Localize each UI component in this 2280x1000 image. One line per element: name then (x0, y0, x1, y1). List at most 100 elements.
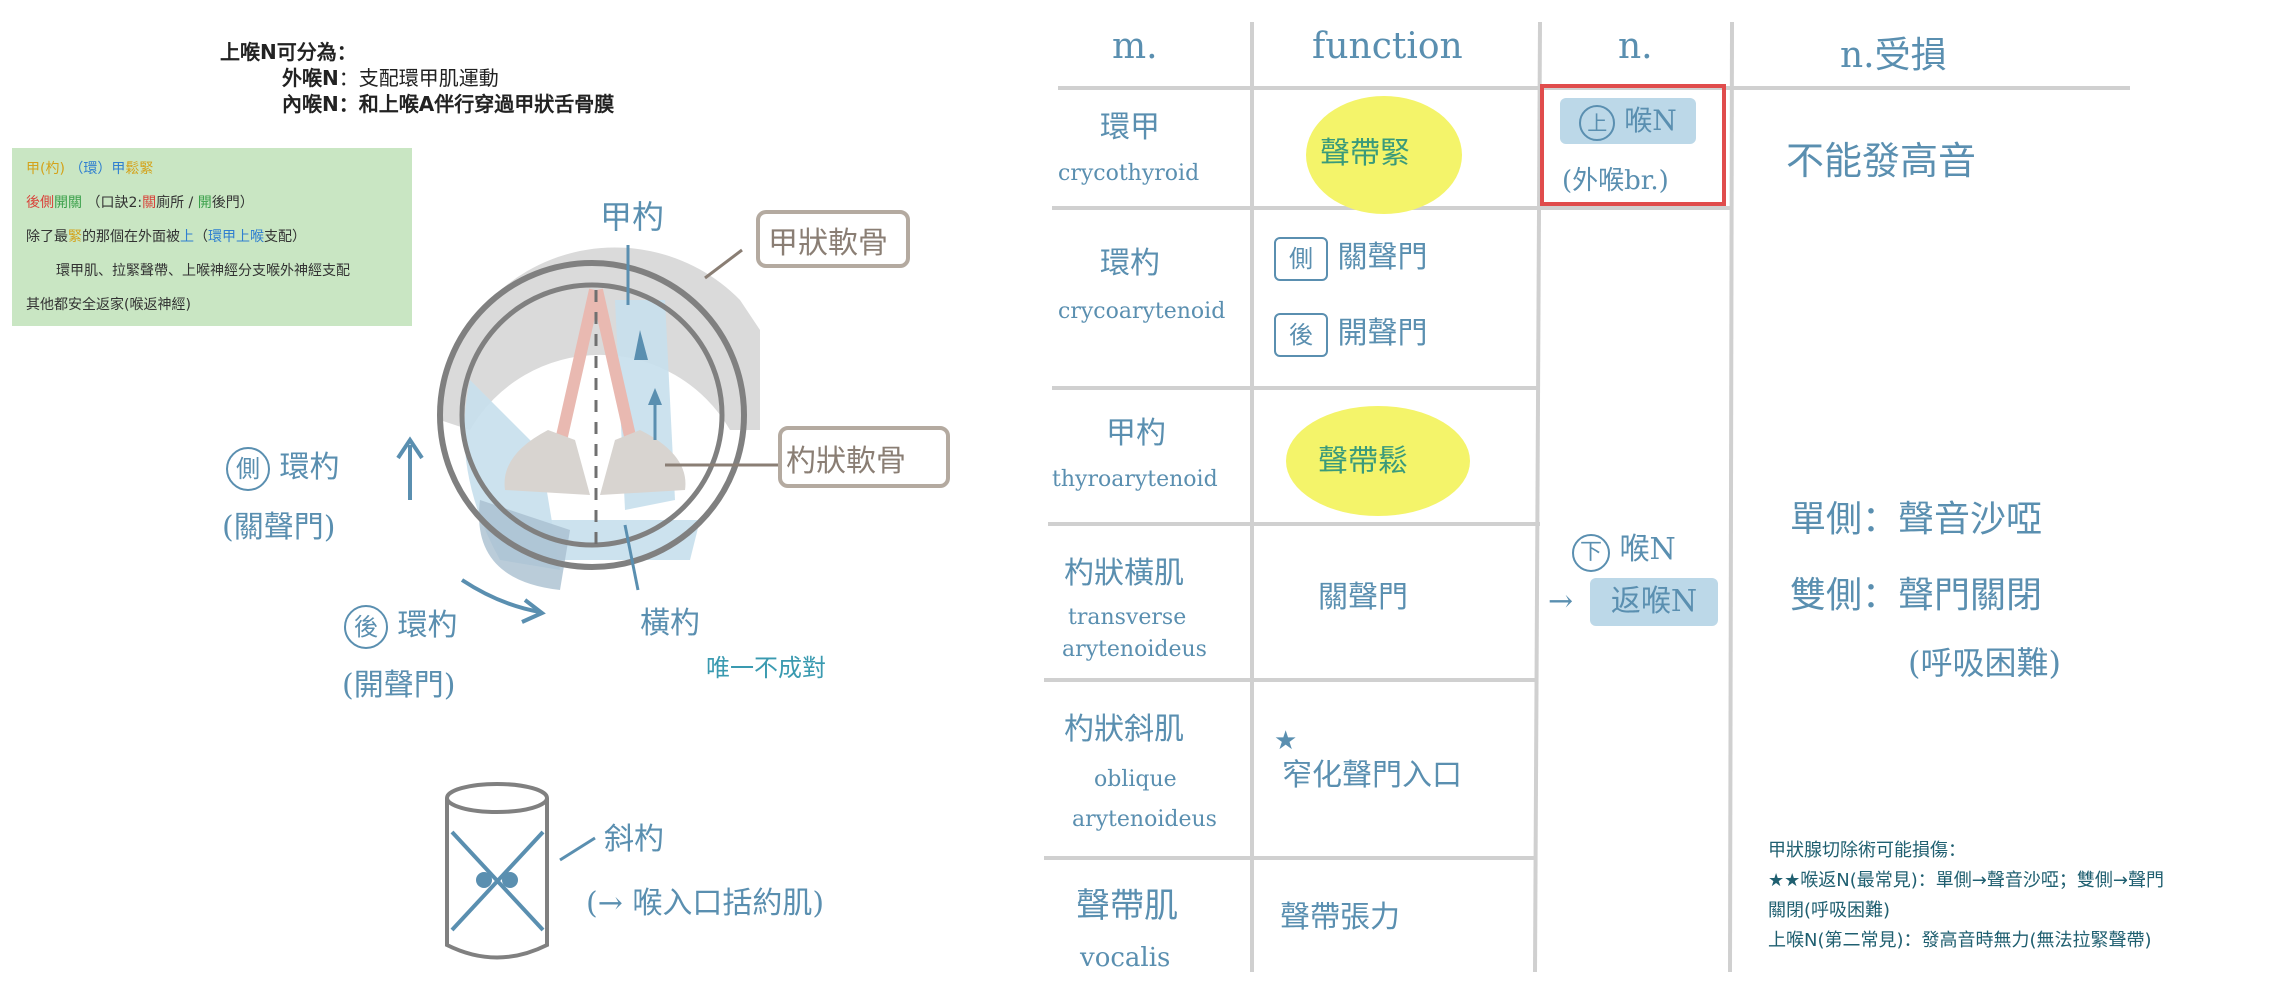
mnemonic-line-3: 除了最緊的那個在外面被上（環甲上喉支配） (26, 226, 306, 246)
upper-nerve-highlight-box (1540, 84, 1726, 206)
thyroarytenoid-diagram-label: 甲杓 (600, 198, 665, 236)
lateral-ca-text: 環杓 (279, 450, 340, 485)
mnemonic-text: 後門） (211, 195, 254, 211)
damage-upper: 不能發高音 (1786, 139, 1977, 183)
header-nerve-damage: n.受損 (1840, 35, 1947, 76)
row2-muscle-zh: 環杓 (1100, 246, 1160, 281)
row5-muscle-en-1: oblique (1094, 767, 1177, 792)
external-laryngeal-text: ：支配環甲肌運動 (338, 66, 499, 90)
header-muscle: m. (1112, 26, 1158, 67)
mnemonic-text: 後側 (26, 195, 54, 211)
oblique-point-right (502, 872, 518, 888)
posterior-muscle-shape (479, 500, 570, 590)
lateral-box-badge: 側 (1274, 237, 1328, 281)
recurrent-nerve-chip: 返喉N (1590, 578, 1718, 626)
oblique-diagram-label: 斜杓 (604, 822, 664, 857)
footnote-line-2: 關閉(呼吸困難) (1768, 900, 1891, 921)
grid-vline (1533, 21, 1542, 973)
external-laryngeal-label: 外喉N (282, 66, 339, 90)
thyroidectomy-footnote: 甲狀腺切除術可能損傷： ★★喉返N(最常見)：單側→聲音沙啞；雙側→聲門 關閉(… (1768, 836, 2164, 956)
row3-muscle-zh: 甲杓 (1106, 416, 1166, 451)
posterior-ca-text: 環杓 (397, 608, 458, 643)
mnemonic-text: 的那個在外面被 (82, 229, 180, 245)
mnemonic-text: 鬆緊 (125, 161, 154, 177)
mnemonic-text: 廁所 / (156, 195, 198, 211)
posterior-circle-badge: 後 (344, 605, 388, 649)
mnemonic-line-5: 其他都安全返家(喉返神經) (26, 297, 191, 313)
row1-highlight (1306, 96, 1462, 214)
oblique-diagram-function: (→ 喉入口括約肌) (586, 886, 825, 921)
upper-nerve-text: 喉N (1624, 104, 1677, 137)
left-arytenoid (504, 430, 590, 495)
transverse-diagram-label: 橫杓 (640, 606, 700, 641)
thyroid-cartilage-label: 甲狀軟骨 (768, 226, 888, 261)
thyroid-cartilage-label-box (756, 210, 910, 268)
footnote-line-1: ★★喉返N(最常見)：單側→聲音沙啞；雙側→聲門 (1768, 870, 2164, 891)
thyroid-cartilage-pointer (704, 248, 743, 280)
external-laryngeal-note: 外喉N：支配環甲肌運動 (282, 62, 499, 91)
upper-circle-badge: 上 (1579, 105, 1616, 141)
unpaired-note: 唯一不成對 (706, 654, 826, 682)
posterior-ca-function: (開聲門) (342, 668, 456, 703)
mnemonic-text: （環）甲 (69, 161, 126, 177)
damage-bilateral: 雙側：聲門關閉 (1790, 575, 2043, 616)
grid-vline (1728, 21, 1734, 973)
posterior-ca-label: 後 環杓 (344, 600, 458, 649)
row2-function-posterior: 後 開聲門 (1274, 308, 1428, 357)
lateral-up-arrow-icon (396, 436, 424, 500)
nerve-division-title: 上喉N可分為： (220, 40, 357, 64)
row1-muscle-en: crycothyroid (1058, 161, 1200, 186)
mnemonic-text: 開關 (54, 195, 82, 211)
footnote-title: 甲狀腺切除術可能損傷： (1768, 840, 1966, 861)
row4-muscle-en-2: arytenoideus (1062, 637, 1207, 662)
mnemonic-line-2: 後側開關 （口訣2:關廁所 / 開後門） (26, 192, 254, 212)
footnote-line-3: 上喉N(第二常見)：發高音時無力(無法拉緊聲帶) (1768, 930, 2152, 951)
header-function: function (1312, 26, 1463, 67)
down-arrow-icon (634, 330, 648, 360)
row6-muscle-en: vocalis (1080, 943, 1171, 973)
lower-nerve-text: 喉N (1619, 532, 1676, 567)
lower-nerve-label: 下 喉N (1572, 524, 1676, 572)
arytenoid-label-box (778, 426, 950, 488)
row2-muscle-en: crycoarytenoid (1058, 299, 1226, 324)
mnemonic-text: 環甲上喉 (208, 229, 264, 245)
row2-function-posterior-text: 開聲門 (1337, 316, 1428, 351)
oblique-point-left (476, 872, 492, 888)
larynx-diagram (396, 210, 950, 960)
cylinder-body (445, 798, 549, 960)
oblique-muscle-line-2 (450, 830, 545, 932)
upper-nerve-branch: (外喉br.) (1562, 166, 1669, 196)
up-arrow-icon (648, 388, 662, 405)
row6-function: 聲帶張力 (1280, 900, 1400, 935)
row1-muscle-zh: 環甲 (1100, 110, 1160, 145)
mnemonic-text: 支配） (264, 229, 306, 245)
mnemonic-line-1: 甲(杓) （環）甲鬆緊 (26, 158, 153, 178)
row4-muscle-en-1: transverse (1068, 605, 1187, 630)
oblique-pointer (559, 836, 596, 862)
damage-unilateral: 單側：聲音沙啞 (1790, 499, 2043, 540)
row2-function-lateral: 側 關聲門 (1274, 232, 1428, 281)
inner-ring (459, 282, 725, 548)
mnemonic-text: 開 (197, 195, 212, 211)
star-icon: ★ (1274, 726, 1298, 756)
upper-nerve-chip: 上 喉N (1560, 98, 1696, 144)
row3-function: 聲帶鬆 (1318, 444, 1408, 479)
row4-function: 關聲門 (1318, 580, 1408, 615)
arytenoid-cartilage-label: 杓狀軟骨 (786, 444, 906, 479)
row4-muscle-zh: 杓狀橫肌 (1064, 556, 1184, 591)
internal-laryngeal-label: 內喉N (282, 92, 339, 116)
row2-function-lateral-text: 關聲門 (1337, 240, 1428, 275)
row3-muscle-en: thyroarytenoid (1052, 467, 1218, 492)
row3-highlight (1286, 406, 1470, 516)
lower-circle-badge: 下 (1572, 534, 1610, 572)
lateral-circle-badge: 側 (226, 447, 270, 491)
lateral-ca-label: 側 環杓 (226, 442, 340, 491)
mnemonic-text: （口訣2: (86, 195, 143, 211)
row5-function: 窄化聲門入口 (1282, 758, 1462, 793)
mnemonic-text: 甲(杓) (26, 161, 65, 177)
posterior-box-badge: 後 (1274, 313, 1328, 357)
row6-muscle-zh: 聲帶肌 (1076, 886, 1178, 926)
right-arytenoid (600, 430, 686, 495)
mnemonic-box: 甲(杓) （環）甲鬆緊 後側開關 （口訣2:關廁所 / 開後門） 除了最緊的那個… (12, 148, 412, 326)
mnemonic-line-4: 環甲肌、拉緊聲帶、上喉神經分支喉外神經支配 (56, 263, 350, 279)
